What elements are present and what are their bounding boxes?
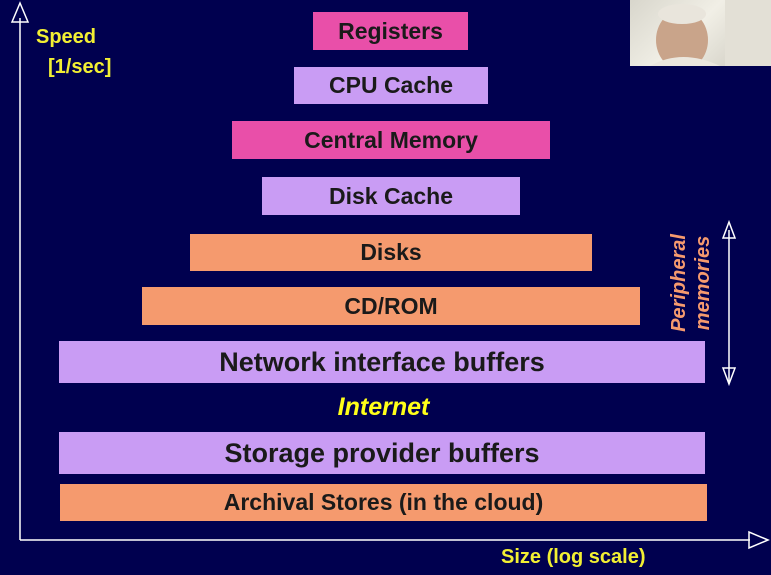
internet-label: Internet <box>337 393 430 421</box>
tier-disks: Disks <box>190 234 592 271</box>
tier-network-buffers: Network interface buffers <box>59 341 705 383</box>
peripheral-arrow-up-icon <box>721 219 737 239</box>
tier-storage-buffers: Storage provider buffers <box>59 432 705 474</box>
peripheral-arrow-down-icon <box>721 367 737 387</box>
y-axis-label-unit: [1/sec] <box>48 56 112 78</box>
presenter-video-thumbnail <box>630 0 771 66</box>
y-axis-label-speed: Speed <box>36 26 97 48</box>
x-axis-arrow-icon <box>748 530 770 550</box>
tier-registers: Registers <box>313 12 468 50</box>
tier-cdrom: CD/ROM <box>142 287 640 325</box>
peripheral-label-line2: memories <box>692 235 714 331</box>
tier-cpu-cache: CPU Cache <box>294 67 488 104</box>
x-axis-label: Size (log scale) <box>501 546 646 568</box>
tier-central-memory: Central Memory <box>232 121 550 159</box>
tier-archival: Archival Stores (in the cloud) <box>60 484 707 521</box>
peripheral-label-line1: Peripheral <box>668 234 690 332</box>
y-axis-arrow-icon <box>10 1 30 23</box>
tier-disk-cache: Disk Cache <box>262 177 520 215</box>
presenter-figure-icon <box>650 0 771 66</box>
peripheral-memories-label: Peripheral memories <box>667 223 717 343</box>
